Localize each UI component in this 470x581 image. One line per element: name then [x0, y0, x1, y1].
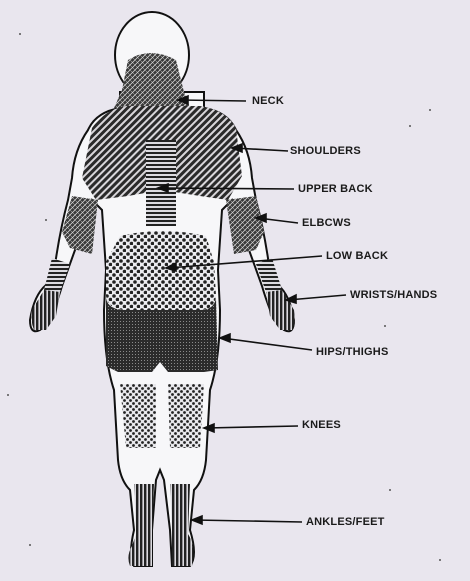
label-knees: KNEES: [302, 419, 341, 431]
region-knee-right: [168, 384, 204, 448]
region-upper-back: [146, 140, 176, 226]
arrow-knees: [206, 426, 298, 428]
region-ankle-left: [134, 484, 154, 534]
region-shading: [31, 53, 294, 566]
region-hand-right: [266, 290, 295, 330]
label-elbows: ELBCWS: [302, 217, 351, 229]
arrow-upper-back: [160, 188, 294, 189]
region-ankle-right: [170, 484, 190, 534]
label-neck: NECK: [252, 95, 284, 107]
label-shoulders: SHOULDERS: [290, 145, 361, 157]
region-foot-right: [172, 534, 193, 566]
arrow-neck: [180, 100, 246, 101]
arrow-hips-thighs: [222, 338, 312, 350]
label-low-back: LOW BACK: [326, 250, 388, 262]
region-knee-left: [120, 384, 156, 448]
label-upper-back: UPPER BACK: [298, 183, 373, 195]
label-ankles-feet: ANKLES/FEET: [306, 516, 385, 528]
region-low-back: [106, 231, 216, 310]
arrow-ankles-feet: [194, 520, 302, 522]
label-hips-thighs: HIPS/THIGHS: [316, 346, 389, 358]
label-wrists-hands: WRISTS/HANDS: [350, 289, 437, 301]
region-hand-left: [31, 290, 60, 330]
